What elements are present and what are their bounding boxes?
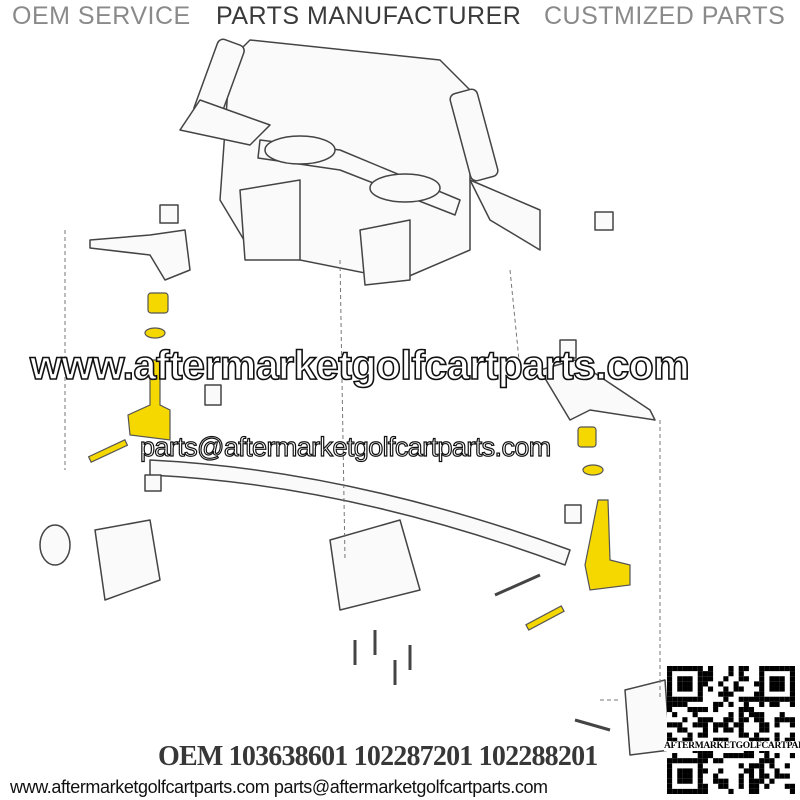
frame-box-left	[239, 179, 301, 261]
header-parts-manufacturer: PARTS MANUFACTURER	[216, 2, 522, 30]
qr-label: AFTERMARKETGOLFCARTPARTS	[664, 741, 800, 751]
frame-box-right	[359, 219, 411, 286]
highlighted-parts	[87, 292, 631, 631]
center-bracket	[329, 519, 421, 611]
bolt-right	[525, 605, 565, 631]
washer-left	[144, 327, 166, 339]
bolt-left	[87, 439, 129, 463]
king-pin-left	[127, 359, 171, 441]
spindle-right	[539, 359, 656, 421]
bushing-upper-left	[147, 292, 169, 314]
king-pin-right	[584, 499, 631, 591]
shock-right	[449, 88, 499, 182]
header-customized-parts: CUSTMIZED PARTS	[544, 2, 786, 30]
dust-cap-left	[39, 524, 71, 566]
watermark-website: www.aftermarketgolfcartparts.com	[29, 341, 690, 389]
a-arm-left	[179, 99, 271, 146]
footer-contact: www.aftermarketgolfcartparts.com parts@a…	[10, 777, 548, 797]
qr-code	[667, 666, 795, 794]
spindle-left	[89, 229, 191, 281]
hub-left	[94, 519, 161, 601]
watermark-email: parts@aftermarketgolfcartparts.com	[139, 431, 551, 462]
footer-oem-numbers: OEM 103638601 102287201 102288201	[158, 741, 598, 772]
rack-boot-right	[369, 173, 441, 203]
bushing-right	[577, 426, 597, 448]
header-oem-service: OEM SERVICE	[12, 2, 191, 30]
washer-right	[582, 464, 604, 476]
rack-boot-left	[264, 135, 336, 165]
a-arm-right	[469, 179, 541, 251]
leaf-spring	[149, 459, 571, 566]
